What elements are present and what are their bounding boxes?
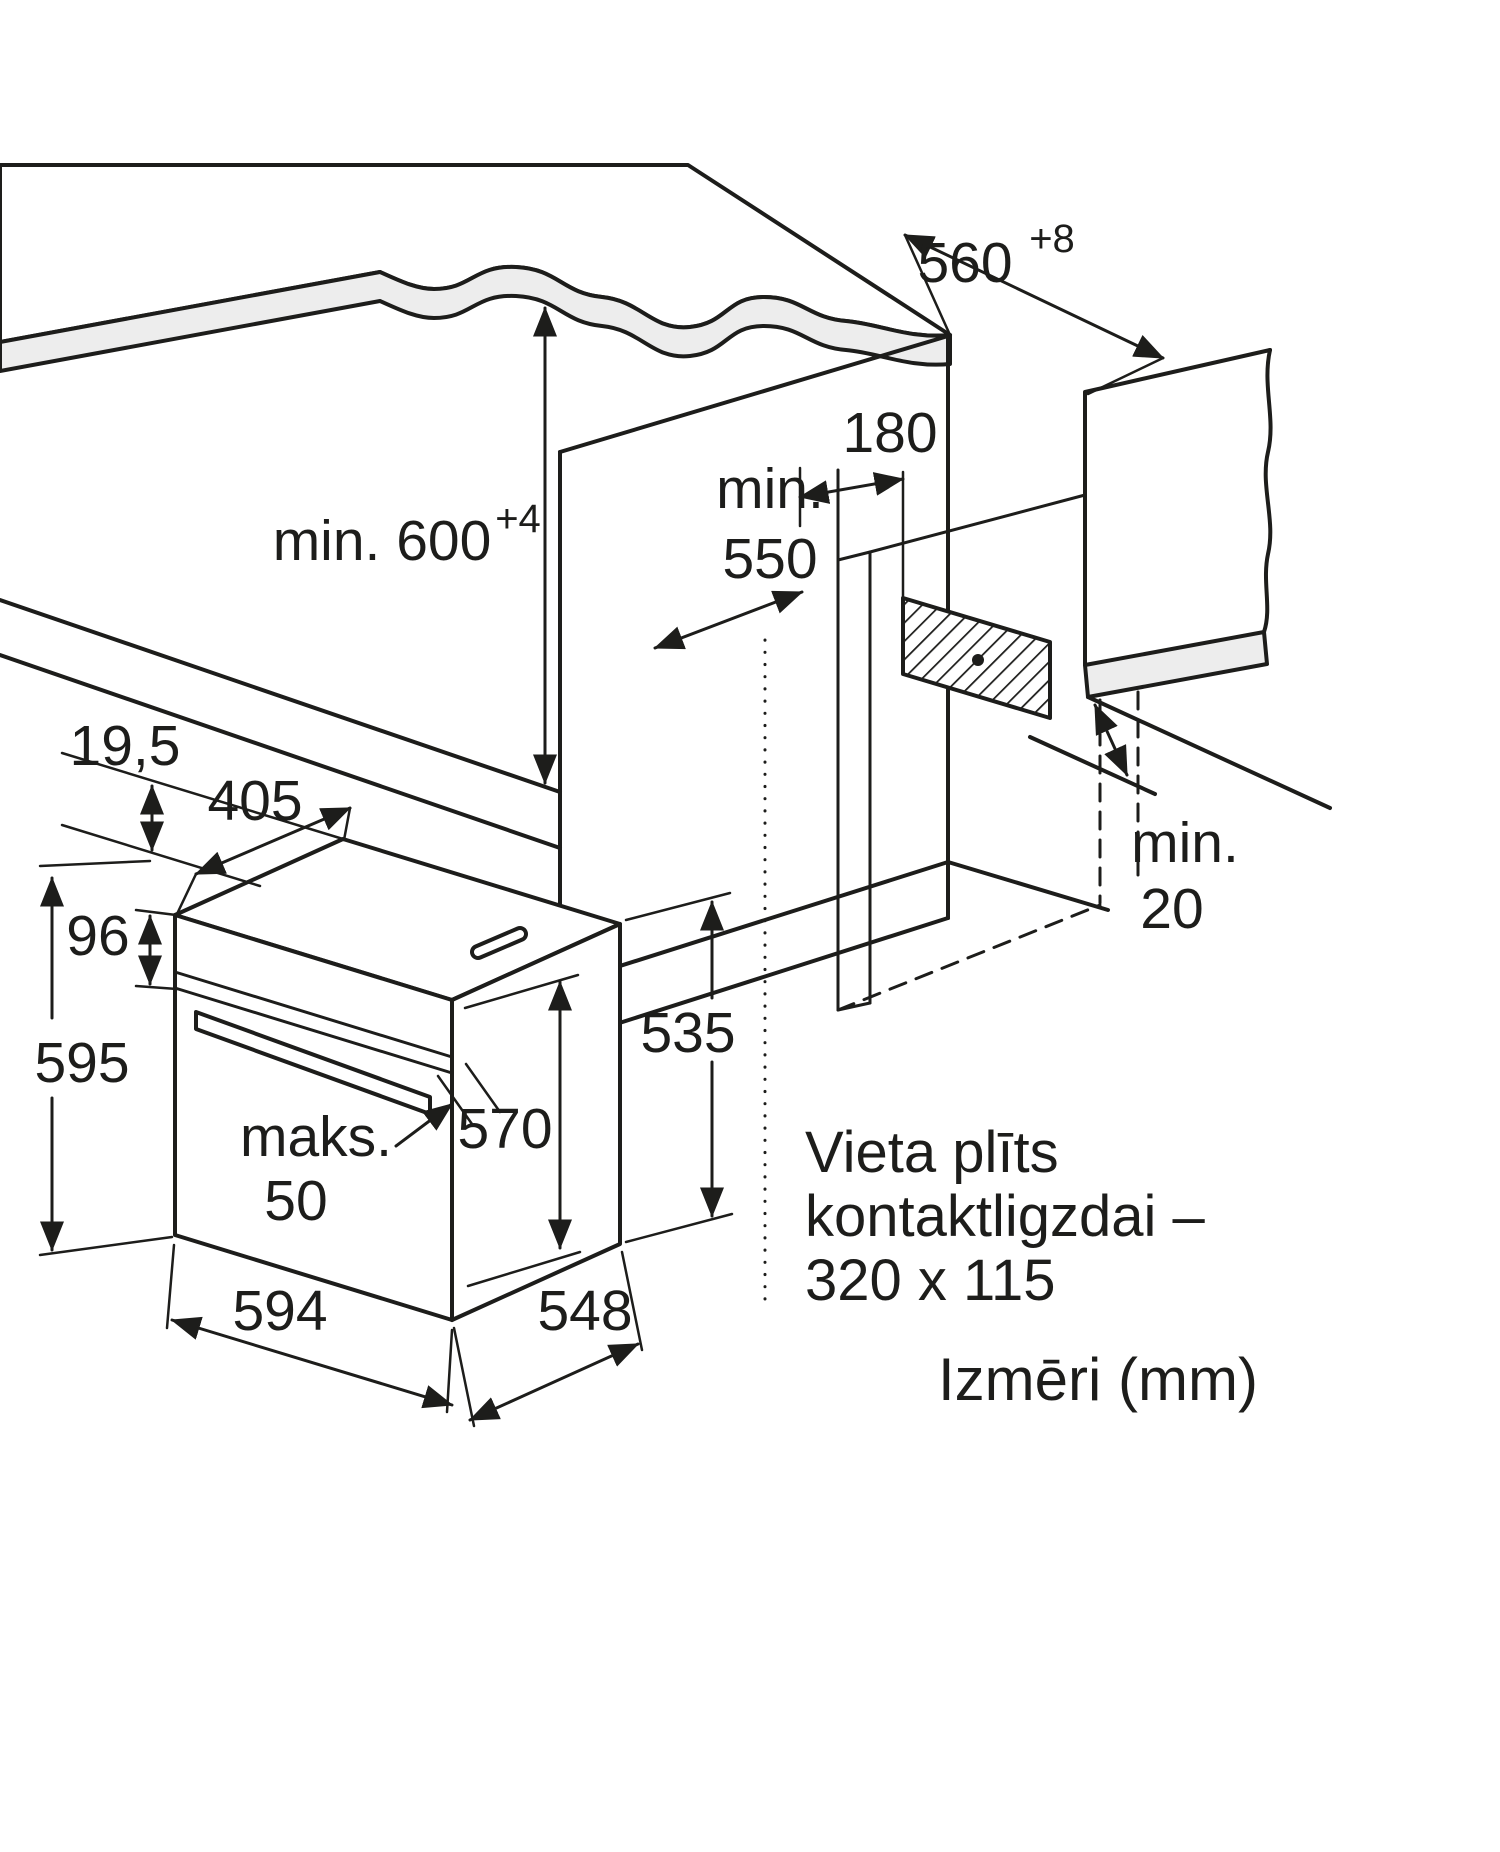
dim-niche-width: 560 +8 bbox=[903, 217, 1165, 396]
dim-socket-offset-arrow bbox=[798, 472, 905, 504]
dim-niche-depth: min. 550 bbox=[653, 457, 824, 650]
label-niche-depth-2: 550 bbox=[722, 527, 817, 591]
label-niche-depth-1: min. bbox=[716, 457, 824, 521]
back-panel-top-edge bbox=[836, 550, 872, 562]
label-rear-gap-2: 20 bbox=[1140, 877, 1203, 941]
dim-front-height-ext-top bbox=[38, 859, 152, 868]
dim-niche-height: min. 600 +4 bbox=[273, 306, 557, 785]
niche-right-wall-top-edge bbox=[868, 493, 1087, 554]
dim-panel-height-ext-bottom bbox=[134, 984, 179, 991]
wall-top-left-edges bbox=[1083, 348, 1272, 667]
dim-niche-width-ext-left bbox=[903, 233, 952, 337]
dim-body-depth: 548 bbox=[452, 1250, 644, 1428]
socket-center-mark bbox=[972, 654, 984, 666]
oven-control-panel-line bbox=[173, 970, 454, 1059]
dim-body-height-tick-bottom bbox=[624, 1212, 734, 1244]
label-handle-clearance-1: maks. bbox=[240, 1105, 392, 1169]
dim-front-height: 595 bbox=[34, 859, 174, 1257]
label-niche-width: 560 bbox=[917, 231, 1012, 295]
dim-socket-offset: 180 bbox=[798, 401, 938, 528]
dim-panel-height: 96 bbox=[66, 904, 179, 991]
dim-handle-clearance-leader bbox=[394, 1102, 454, 1148]
dim-niche-depth-arrow bbox=[653, 590, 804, 650]
label-niche-width-tol: +8 bbox=[1029, 217, 1075, 261]
oven-latch-detail-inner bbox=[474, 930, 524, 956]
right-wall-section bbox=[1028, 348, 1332, 810]
dim-body-height: 535 bbox=[624, 891, 736, 1244]
dim-handle-clearance: maks. 50 bbox=[240, 1062, 502, 1233]
dim-door-height: 570 bbox=[457, 973, 582, 1288]
dim-door-height-tick-bottom bbox=[466, 1250, 582, 1288]
dim-body-depth-arrow bbox=[468, 1342, 640, 1422]
dim-rear-gap: min. 20 bbox=[1093, 703, 1239, 941]
wall-edge-band bbox=[1083, 630, 1269, 699]
cabinet-base-edge bbox=[558, 916, 950, 1044]
label-rear-gap-1: min. bbox=[1131, 811, 1239, 875]
socket-note: Vieta plīts kontaktligzdai – 320 x 115 bbox=[805, 1120, 1206, 1313]
dim-panel-height-ext-top bbox=[134, 908, 178, 917]
units-caption: Izmēri (mm) bbox=[938, 1346, 1258, 1413]
hidden-edges bbox=[836, 690, 1140, 1012]
niche-floor-right-edge bbox=[946, 860, 1110, 912]
label-socket-offset: 180 bbox=[842, 401, 937, 465]
dim-top-inset-ext-left bbox=[175, 872, 198, 916]
dim-front-width: 594 bbox=[165, 1243, 454, 1414]
label-front-width: 594 bbox=[232, 1279, 327, 1343]
oven-door-top-line bbox=[173, 986, 454, 1075]
dim-niche-width-ext-right bbox=[1086, 356, 1165, 396]
dim-front-width-ext-right bbox=[445, 1328, 454, 1414]
dim-front-width-ext-left bbox=[165, 1243, 176, 1330]
label-top-inset: 405 bbox=[207, 769, 302, 833]
dim-body-height-tick-top bbox=[624, 891, 732, 922]
label-door-height: 570 bbox=[457, 1097, 552, 1161]
dim-top-inset: 405 bbox=[175, 769, 352, 916]
label-body-height: 535 bbox=[640, 1001, 735, 1065]
dim-handle-clearance-tick-2 bbox=[464, 1062, 502, 1114]
dim-niche-width-arrow bbox=[903, 233, 1165, 360]
niche-bottom-front-edge bbox=[558, 860, 950, 987]
label-niche-height: min. 600 bbox=[273, 509, 492, 573]
socket-note-line-3: 320 x 115 bbox=[805, 1248, 1055, 1313]
label-niche-height-tol: +4 bbox=[495, 497, 541, 541]
oven bbox=[173, 837, 622, 1322]
countertop bbox=[0, 163, 952, 373]
label-door-gap: 19,5 bbox=[70, 714, 181, 778]
dim-door-gap: 19,5 bbox=[60, 714, 345, 888]
niche-top-front-edge bbox=[558, 334, 950, 454]
dim-front-width-arrow bbox=[170, 1316, 454, 1409]
dim-top-inset-arrow bbox=[194, 806, 352, 876]
label-handle-clearance-2: 50 bbox=[264, 1169, 327, 1233]
hidden-floor-back-edge bbox=[836, 903, 1102, 1012]
wall-base-edge-upper bbox=[1086, 695, 1332, 810]
dim-body-depth-ext-left bbox=[452, 1326, 476, 1428]
socket-note-line-1: Vieta plīts bbox=[805, 1120, 1059, 1185]
dim-rear-gap-arrow bbox=[1093, 703, 1129, 777]
socket-area bbox=[901, 470, 1052, 720]
label-front-height: 595 bbox=[34, 1031, 129, 1095]
socket-note-line-2: kontaktligzdai – bbox=[805, 1184, 1206, 1249]
wall-base-edge-lower bbox=[1028, 735, 1157, 796]
dim-door-gap-ext-lower bbox=[60, 823, 262, 888]
counter-run-edges bbox=[0, 598, 562, 850]
dim-top-inset-ext-right bbox=[342, 806, 352, 842]
label-body-depth: 548 bbox=[537, 1279, 632, 1343]
dim-front-height-ext-bottom bbox=[38, 1235, 174, 1257]
wall-broken-edge bbox=[1262, 348, 1273, 634]
label-panel-height: 96 bbox=[66, 904, 129, 968]
dim-handle-clearance-tick-1 bbox=[436, 1074, 474, 1126]
dim-body-depth-ext-right bbox=[620, 1250, 644, 1352]
